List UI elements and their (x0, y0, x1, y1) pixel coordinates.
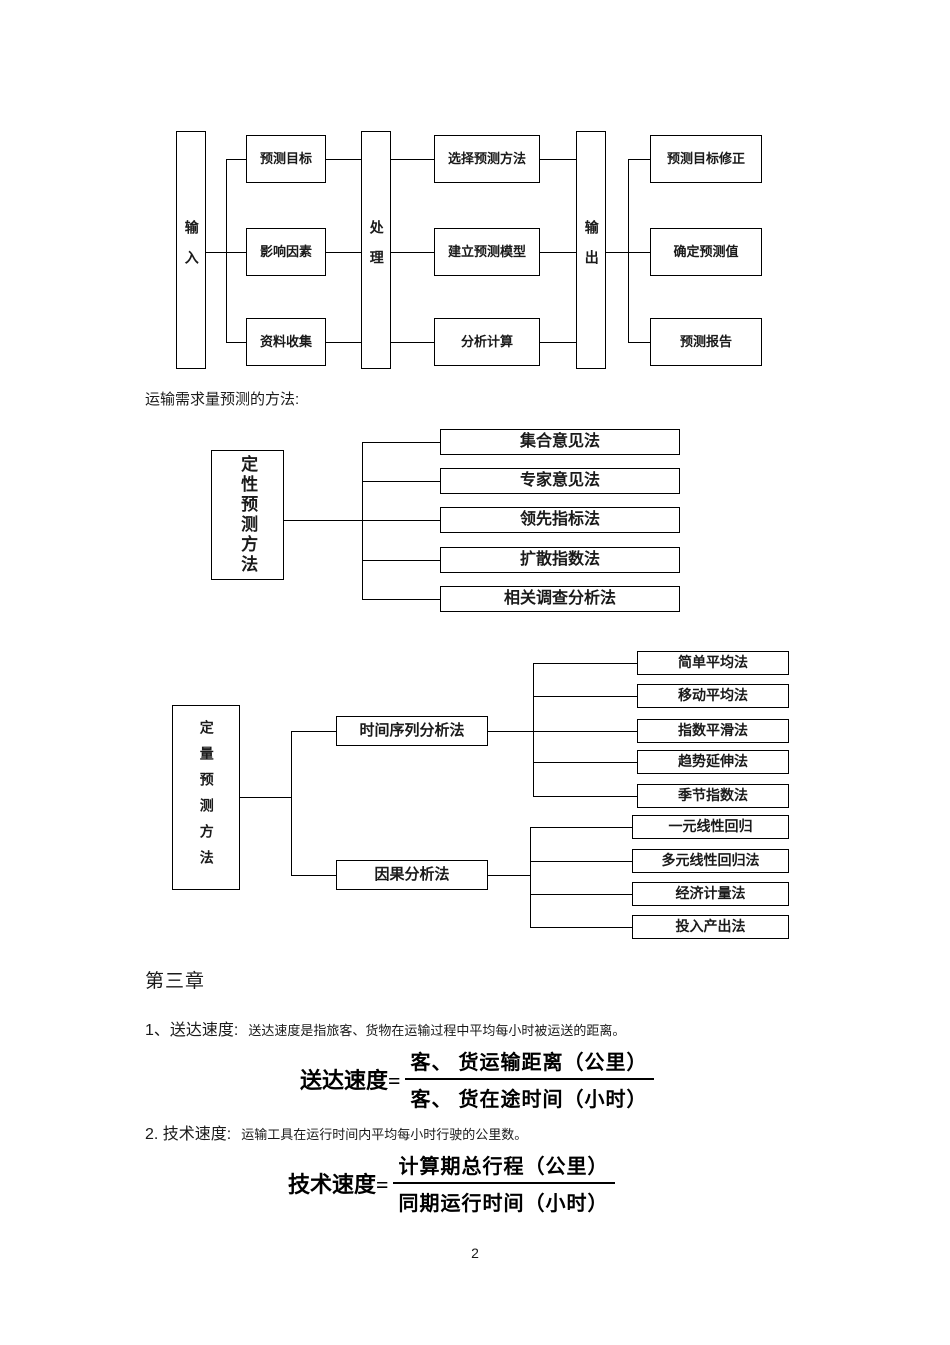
definition-description: 送达速度是指旅客、货物在运输过程中平均每小时被运送的距离。 (248, 1023, 626, 1038)
connector-line (326, 159, 361, 160)
chapter-title: 第三章 (145, 971, 206, 992)
connector-line (530, 861, 632, 862)
connector-line (533, 663, 534, 797)
connector-line (362, 481, 440, 482)
connector-line (362, 599, 440, 600)
section-heading: 运输需求量预测的方法: (145, 391, 300, 408)
qualitative-item-box: 扩散指数法 (440, 547, 680, 573)
connector-line (226, 159, 227, 343)
connector-line (540, 159, 576, 160)
connector-line (533, 663, 637, 664)
qualitative-item-box: 集合意见法 (440, 429, 680, 455)
connector-line (488, 875, 530, 876)
qualitative-root-box: 定性预测方法 (211, 450, 284, 580)
connector-line (206, 252, 226, 253)
causal-item-box: 经济计量法 (632, 882, 789, 906)
connector-line (530, 927, 632, 928)
causal-item-box: 一元线性回归 (632, 815, 789, 839)
branch-box-causal: 因果分析法 (336, 860, 488, 890)
connector-line (362, 442, 363, 600)
connector-line (291, 731, 336, 732)
flow-box-input-item: 资料收集 (246, 318, 326, 366)
connector-line (540, 252, 576, 253)
formula-denominator: 同期运行时间（小时） (398, 1193, 609, 1215)
connector-line (326, 252, 361, 253)
connector-line (628, 342, 650, 343)
connector-line (533, 696, 637, 697)
definition-item-technical-speed: 2. 技术速度: 运输工具在运行时间内平均每小时行驶的公里数。 (145, 1120, 527, 1144)
formula-numerator: 计算期总行程（公里） (392, 1150, 615, 1184)
causal-item-box: 投入产出法 (632, 915, 789, 939)
formula-delivery-speed: 送达速度= 客、 货运输距离（公里） 客、 货在途时间（小时） (300, 1046, 654, 1112)
connector-line (530, 827, 632, 828)
flow-box-process: 处理 (361, 131, 391, 369)
connector-line (488, 731, 533, 732)
connector-line (362, 442, 440, 443)
connector-line (326, 342, 361, 343)
flow-box-input-item: 预测目标 (246, 135, 326, 183)
connector-line (530, 894, 632, 895)
connector-line (362, 560, 440, 561)
connector-line (240, 797, 291, 798)
connector-line (362, 520, 440, 521)
formula-lhs: 送达速度= (300, 1068, 401, 1093)
formula-technical-speed: 技术速度= 计算期总行程（公里） 同期运行时间（小时） (288, 1150, 615, 1216)
time-series-item-box: 指数平滑法 (637, 719, 789, 743)
connector-line (533, 762, 637, 763)
connector-line (628, 252, 650, 253)
connector-line (284, 520, 362, 521)
connector-line (391, 342, 434, 343)
connector-line (391, 252, 434, 253)
definition-item-delivery-speed: 1、送达速度: 送达速度是指旅客、货物在运输过程中平均每小时被运送的距离。 (145, 1016, 625, 1040)
time-series-item-box: 趋势延伸法 (637, 750, 789, 774)
connector-line (226, 159, 246, 160)
formula-denominator: 客、 货在途时间（小时） (410, 1089, 648, 1111)
qualitative-item-box: 相关调查分析法 (440, 586, 680, 612)
time-series-item-box: 移动平均法 (637, 684, 789, 708)
connector-line (530, 827, 531, 928)
flow-box-output: 输出 (576, 131, 606, 369)
connector-line (533, 731, 637, 732)
connector-line (628, 159, 650, 160)
definition-description: 运输工具在运行时间内平均每小时行驶的公里数。 (241, 1127, 528, 1142)
flow-box-process-item: 建立预测模型 (434, 228, 540, 276)
quantitative-root-box: 定量预测方法 (172, 705, 240, 890)
connector-line (628, 159, 629, 343)
page-number: 2 (471, 1245, 479, 1261)
causal-item-box: 多元线性回归法 (632, 849, 789, 873)
formula-fraction: 计算期总行程（公里） 同期运行时间（小时） (392, 1150, 615, 1216)
connector-line (226, 252, 246, 253)
flow-box-process-item: 分析计算 (434, 318, 540, 366)
flow-box-output-item: 预测目标修正 (650, 135, 762, 183)
flow-box-output-item: 预测报告 (650, 318, 762, 366)
definition-label: 2. 技术速度: (145, 1126, 232, 1143)
flow-box-output-item: 确定预测值 (650, 228, 762, 276)
connector-line (606, 252, 628, 253)
time-series-item-box: 简单平均法 (637, 651, 789, 675)
connector-line (540, 342, 576, 343)
connector-line (291, 731, 292, 876)
branch-box-time-series: 时间序列分析法 (336, 716, 488, 746)
qualitative-item-box: 领先指标法 (440, 507, 680, 533)
definition-label: 1、送达速度: (145, 1022, 239, 1039)
flow-box-input-item: 影响因素 (246, 228, 326, 276)
connector-line (533, 796, 637, 797)
formula-fraction: 客、 货运输距离（公里） 客、 货在途时间（小时） (404, 1046, 654, 1112)
time-series-item-box: 季节指数法 (637, 784, 789, 808)
connector-line (291, 875, 336, 876)
formula-lhs: 技术速度= (288, 1172, 389, 1197)
formula-numerator: 客、 货运输距离（公里） (404, 1046, 654, 1080)
flow-box-input: 输入 (176, 131, 206, 369)
qualitative-item-box: 专家意见法 (440, 468, 680, 494)
connector-line (391, 159, 434, 160)
flow-box-process-item: 选择预测方法 (434, 135, 540, 183)
connector-line (226, 342, 246, 343)
